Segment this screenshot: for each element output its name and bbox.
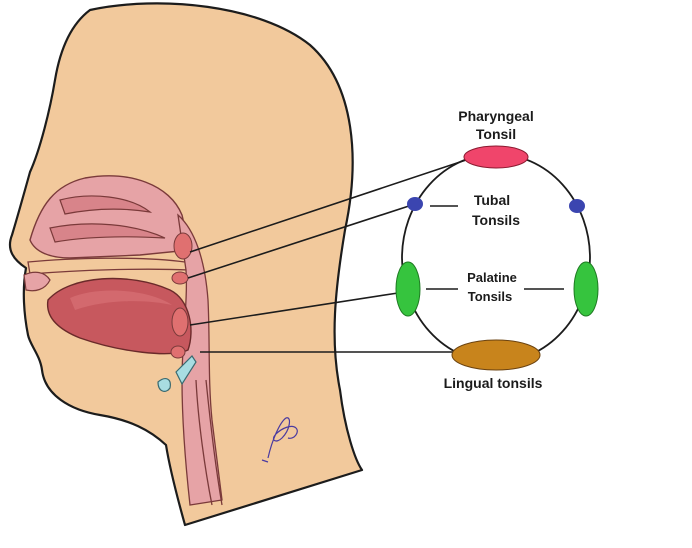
head-illustration bbox=[10, 3, 362, 525]
tubal-tonsil-right-shape bbox=[569, 199, 585, 213]
waldeyer-ring-schematic bbox=[396, 146, 598, 370]
head-palatine-tonsil bbox=[172, 308, 188, 336]
head-pharyngeal-tonsil bbox=[174, 233, 192, 259]
label-pharyngeal-line2: Tonsil bbox=[476, 126, 516, 142]
label-palatine-line2: Tonsils bbox=[468, 289, 513, 304]
label-tubal-line1: Tubal bbox=[474, 192, 510, 208]
label-tubal-line2: Tonsils bbox=[472, 212, 520, 228]
palatine-tonsil-left-shape bbox=[396, 262, 420, 316]
palatine-tonsil-right-shape bbox=[574, 262, 598, 316]
label-palatine-line1: Palatine bbox=[467, 270, 517, 285]
pharyngeal-tonsil-shape bbox=[464, 146, 528, 168]
label-lingual: Lingual tonsils bbox=[444, 375, 543, 391]
lingual-tonsil-shape bbox=[452, 340, 540, 370]
head-lingual-tonsil bbox=[171, 346, 185, 358]
hyoid-bone bbox=[158, 379, 170, 392]
ring-outline bbox=[402, 154, 590, 362]
label-pharyngeal-line1: Pharyngeal bbox=[458, 108, 533, 124]
head-tubal-tonsil bbox=[172, 272, 188, 284]
tubal-tonsil-left-shape bbox=[407, 197, 423, 211]
